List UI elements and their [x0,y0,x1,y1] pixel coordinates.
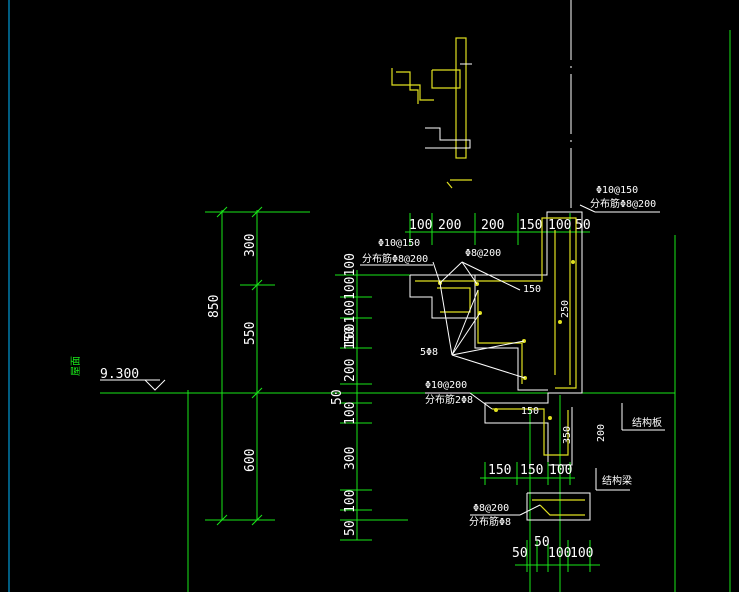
rebar-label-count: 5Φ8 [420,347,438,358]
dim-50-lower: 50 [343,520,358,536]
dim-bottom-100a: 100 [548,546,571,561]
dim-300-inner: 300 [343,447,358,470]
elevation-label: 屋面 [70,356,82,376]
dim-100100-b: 100100 [343,300,358,347]
dim-top-100a: 100 [409,218,432,233]
rebar-label-mid: Φ8@200 [465,248,501,259]
dim-100100-a: 100100 [343,253,358,300]
dim-local-150b: 150 [521,406,539,417]
note-structural-slab: 结构板 [632,416,662,429]
dim-300: 300 [243,234,258,257]
dim-top-100b: 100 [548,218,571,233]
dim-bottom-100b: 100 [570,546,593,561]
mid-dimension-chain [480,462,575,485]
dim-bottom-50b: 50 [512,546,528,561]
dim-top-150: 150 [519,218,542,233]
dim-local-250: 250 [560,300,571,318]
dim-50-inner: 50 [330,389,345,405]
elevation-value: 9.300 [100,367,139,382]
dim-top-50: 50 [575,218,591,233]
rebar-label-lower-1: Φ10@200 [425,380,467,391]
rebar-label-top-right-1: Φ10@150 [596,185,638,196]
dim-200-inner: 200 [343,359,358,382]
dim-150-inner: 150 [343,327,358,350]
dim-top-200a: 200 [438,218,461,233]
dim-total-850: 850 [207,295,222,318]
dim-550: 550 [243,322,258,345]
rebar-label-lower-2: 分布筋2Φ8 [425,393,473,406]
dim-bottom-50a: 50 [534,535,550,550]
dim-local-150a: 150 [523,284,541,295]
elevation-marker [100,379,166,391]
rebar-label-bottom-1: Φ8@200 [473,503,509,514]
dim-mid-100: 100 [549,463,572,478]
dim-mid-150b: 150 [520,463,543,478]
rebar-label-left-1: Φ10@150 [378,238,420,249]
inner-dimension-chain [335,270,410,541]
dim-top-200b: 200 [481,218,504,233]
dim-600: 600 [243,449,258,472]
dim-100-lower: 100 [343,490,358,513]
rebar-label-left-2: 分布筋Φ8@200 [362,252,428,265]
dim-mid-150a: 150 [488,463,511,478]
left-dimension-chain [205,206,310,526]
dim-local-350: 350 [562,426,573,444]
leader-lines [360,204,665,516]
rebar-label-top-right-2: 分布筋Φ8@200 [590,197,656,210]
dim-100-inner: 100 [343,402,358,425]
rebar-label-bottom-2: 分布筋Φ8 [469,515,511,528]
bottom-dimension-chain [515,540,600,572]
guide-lines [187,0,731,592]
top-rebar-detail [391,37,472,189]
dim-local-200: 200 [596,424,607,442]
note-structural-beam: 结构梁 [602,474,632,487]
